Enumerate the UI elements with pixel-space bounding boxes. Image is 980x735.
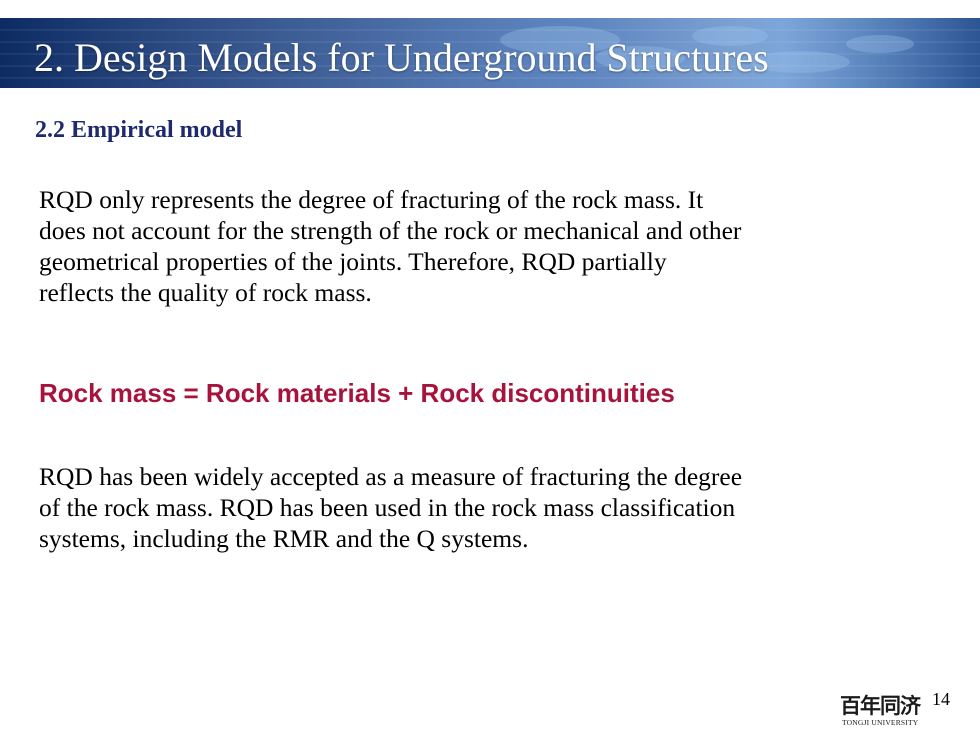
logo-english-text: TONGJI UNIVERSITY <box>842 718 919 727</box>
header-banner <box>0 18 980 88</box>
page-number: 14 <box>932 689 950 709</box>
paragraph-rqd-limitations: RQD only represents the degree of fractu… <box>39 184 959 308</box>
section-heading: 2.2 Empirical model <box>35 117 243 143</box>
tongji-university-logo: 百年同济 TONGJI UNIVERSITY <box>840 690 928 728</box>
logo-chinese-text: 百年同济 <box>840 693 921 718</box>
slide-title: 2. Design Models for Underground Structu… <box>34 35 769 80</box>
paragraph-line: systems, including the RMR and the Q sys… <box>39 524 529 553</box>
rock-mass-formula: Rock mass = Rock materials + Rock discon… <box>39 378 675 408</box>
paragraph-rqd-usage: RQD has been widely accepted as a measur… <box>39 461 959 554</box>
paragraph-line: RQD has been widely accepted as a measur… <box>39 462 743 491</box>
paragraph-line: RQD only represents the degree of fractu… <box>39 185 704 214</box>
paragraph-line: does not account for the strength of the… <box>39 216 742 245</box>
paragraph-line: reflects the quality of rock mass. <box>39 278 372 307</box>
paragraph-line: of the rock mass. RQD has been used in t… <box>39 493 736 522</box>
header-world-map-texture <box>0 18 980 88</box>
paragraph-line: geometrical properties of the joints. Th… <box>39 247 667 276</box>
